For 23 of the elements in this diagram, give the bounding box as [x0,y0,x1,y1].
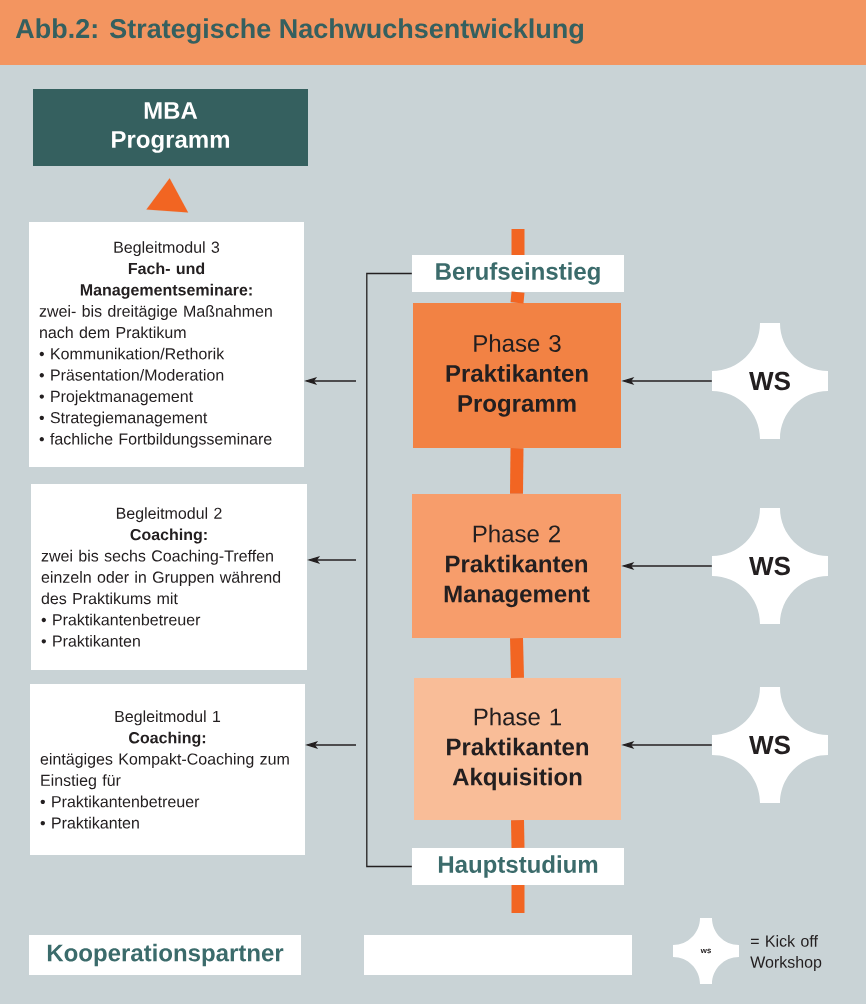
empty-box [364,935,632,975]
label-box: Hauptstudium [412,848,624,885]
title: Abb.2: Strategische Nachwuchsentwicklung [0,0,866,65]
phase-box: Phase 1 Praktikanten Akquisition [414,678,621,820]
star-label: ws [700,948,711,954]
module-box: Begleitmodul 3 Fach- und Managementseminare: zwei- bis dreitägige Maßnahmen nach dem Praktikum • Kommunikation/Rethorik • Präsentation/Moderation • Projektmanagement • Strategiemanagement • fachliche Fortbildungsseminare [29,222,304,467]
arrow-triangle [146,178,189,213]
timeline-bar [510,448,524,494]
timeline-bar [510,638,524,678]
legend-text: = Kick off Workshop [750,935,822,971]
module-box: Begleitmodul 1 Coaching: eintägiges Kompakt-Coaching zum Einstieg für • Praktikantenbetreuer • Praktikanten [30,684,305,855]
label-box: Kooperationspartner [29,935,301,975]
workshop-star: WS [712,323,828,439]
bracket-line [366,272,413,868]
module-box: Begleitmodul 2 Coaching: zwei bis sechs Coaching-Treffen einzeln oder in Gruppen während des Praktikums mit • Praktikantenbetreuer • Praktikanten [31,484,307,670]
program-box: MBA Programm [33,89,308,166]
phase-box: Phase 3 Praktikanten Programm [413,303,621,448]
timeline-bar [511,820,525,848]
timeline-bar [510,291,525,304]
workshop-star: WS [712,687,828,803]
phase-box: Phase 2 Praktikanten Management [412,494,621,638]
workshop-star: WS [712,508,828,624]
label-box: Berufseinstieg [412,255,624,292]
